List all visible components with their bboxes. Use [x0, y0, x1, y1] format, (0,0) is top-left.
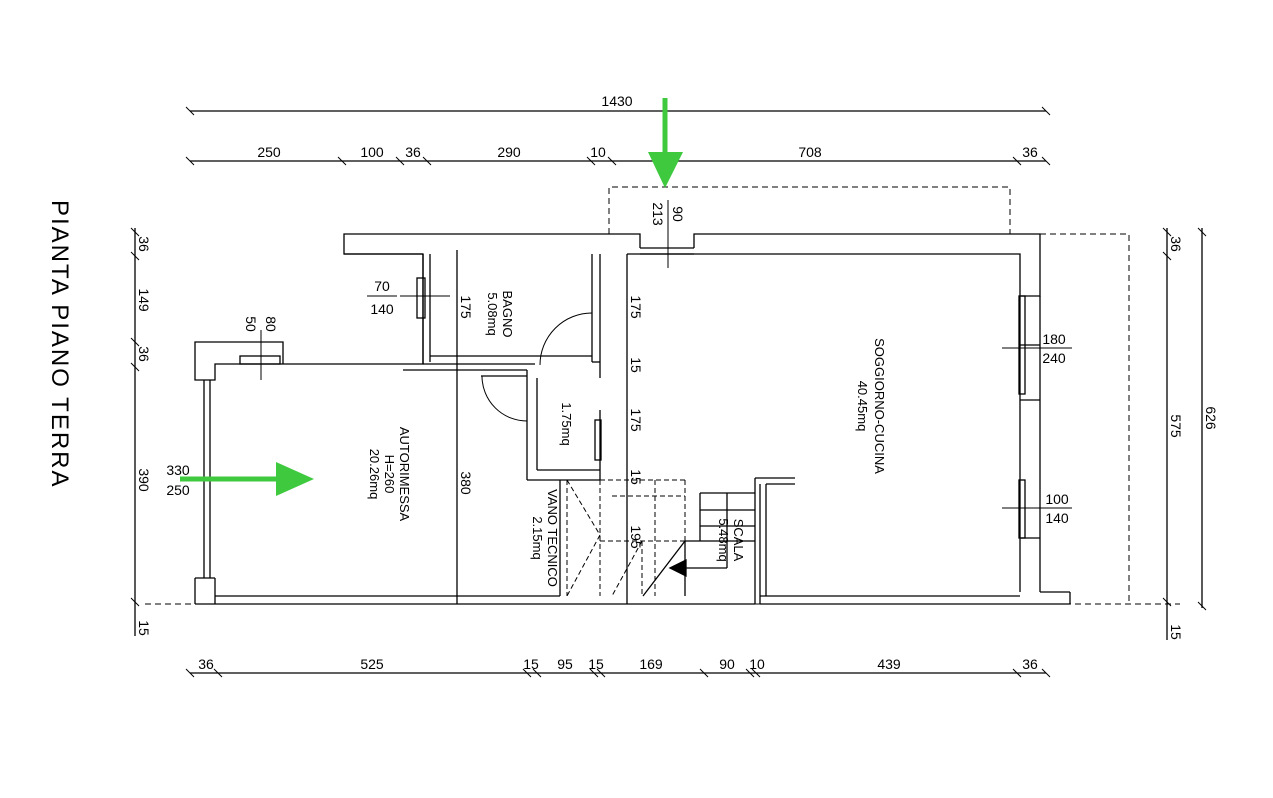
dim-top: 250	[257, 144, 281, 160]
dim-hall: 15	[628, 357, 644, 373]
room-name: VANO TECNICO	[545, 489, 560, 587]
dim-left: 149	[136, 288, 152, 312]
dim-bottom: 10	[749, 656, 765, 672]
dim-top: 708	[798, 144, 822, 160]
dim-hall: 15	[628, 469, 644, 485]
room-height: H=260	[382, 455, 397, 494]
room-name: AUTORIMESSA	[397, 427, 412, 522]
dim-entrance-h: 213	[650, 202, 666, 226]
room-area: 2.15mq	[530, 516, 545, 559]
dim-bathroom-window-h: 140	[370, 301, 394, 317]
dim-right: 575	[1168, 414, 1184, 438]
dim-top: 290	[497, 144, 521, 160]
plan-title: PIANTA PIANO TERRA	[46, 200, 73, 489]
dim-bottom: 36	[1022, 656, 1038, 672]
dim-entrance-w: 90	[670, 206, 686, 222]
dim-top: 36	[405, 144, 421, 160]
dim-top: 10	[590, 144, 606, 160]
dim-garage-window-h: 50	[243, 316, 259, 332]
dim-right: 15	[1168, 624, 1184, 640]
dim-garage-door-w: 330	[166, 462, 190, 478]
green-arrows	[180, 98, 683, 496]
room-vano-tecnico: VANO TECNICO 2.15mq	[530, 489, 560, 587]
dim-bottom: 15	[523, 656, 539, 672]
room-name: BAGNO	[500, 291, 515, 338]
room-soggiorno-cucina: SOGGIORNO-CUCINA 40.45mq	[855, 338, 887, 474]
dim-bottom: 169	[639, 656, 663, 672]
room-scala: SCALA 5.48mq	[716, 518, 746, 561]
room-name: SOGGIORNO-CUCINA	[872, 338, 887, 474]
exterior-wall	[627, 233, 1041, 297]
exterior-wall	[194, 233, 641, 381]
dim-left: 15	[136, 620, 152, 636]
dim-hall: 175	[628, 295, 644, 319]
dim-bottom: 95	[557, 656, 573, 672]
down-arrow-head	[648, 152, 683, 188]
room-name: SCALA	[731, 519, 746, 562]
dim-living-window-w: 180	[1042, 331, 1066, 347]
dim-top: 100	[360, 144, 384, 160]
dim-kitchen-window-h: 140	[1045, 510, 1069, 526]
dim-living-window-h: 240	[1042, 350, 1066, 366]
dim-right: 36	[1168, 236, 1184, 252]
dim-bottom: 36	[198, 656, 214, 672]
dim-overall-height: 626	[1203, 406, 1219, 430]
dim-left: 36	[136, 236, 152, 252]
dim-hall: 195	[628, 525, 644, 549]
dim-bottom: 439	[877, 656, 901, 672]
dim-bathroom-window-w: 70	[374, 278, 390, 294]
dim-bottom: 525	[360, 656, 384, 672]
dim-hall: 175	[628, 408, 644, 432]
dim-bottom: 15	[588, 656, 604, 672]
dim-left: 390	[136, 468, 152, 492]
dim-bottom: 90	[719, 656, 735, 672]
room-area: 5.48mq	[716, 518, 731, 561]
dim-garage-window-w: 80	[263, 316, 279, 332]
room-autorimessa: AUTORIMESSA H=260 20.26mq	[367, 427, 412, 522]
dim-garage-depth: 380	[458, 471, 474, 495]
dim-garage-door-h: 250	[166, 482, 190, 498]
dim-top: 36	[1022, 144, 1038, 160]
room-area: 5.08mq	[485, 292, 500, 335]
dim-left: 36	[136, 346, 152, 362]
room-area: 40.45mq	[855, 381, 870, 432]
room-area: 20.26mq	[367, 449, 382, 500]
right-arrow-head	[276, 462, 314, 496]
dim-top-total: 1430	[601, 93, 632, 109]
dim-kitchen-window-w: 100	[1045, 491, 1069, 507]
room-hall-area: 1.75mq	[559, 402, 574, 445]
room-bagno: BAGNO 5.08mq	[485, 291, 515, 338]
dim-bathroom-height: 175	[458, 295, 474, 319]
